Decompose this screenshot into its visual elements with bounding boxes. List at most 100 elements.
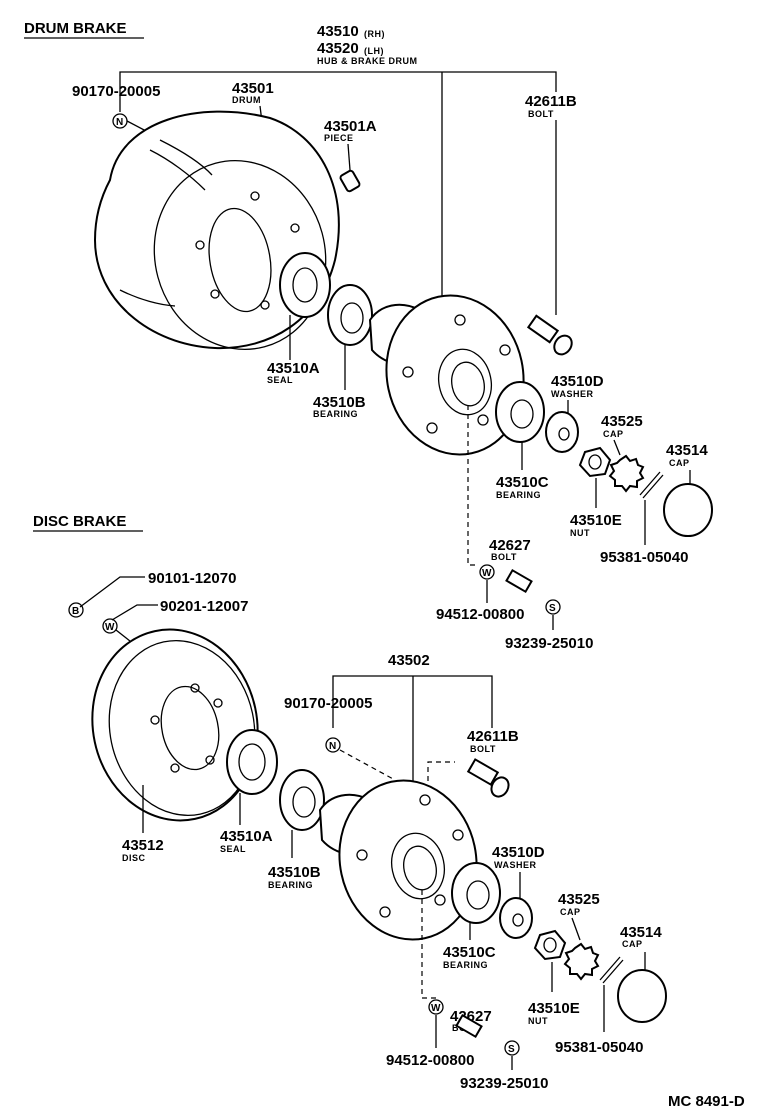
drum-brake-title: DRUM BRAKE (24, 20, 127, 37)
disc-grease-cap-name: CAP (622, 939, 643, 949)
disc-nut-name: NUT (528, 1016, 548, 1026)
drum-spacer-ref: 93239-25010 (505, 635, 593, 652)
disc-washer-ref: 94512-00800 (386, 1052, 474, 1069)
drum-inner-bearing-name: BEARING (313, 409, 358, 419)
drum-inner-bearing-pn: 43510B (313, 394, 366, 411)
disc-washer-name: WASHER (494, 860, 537, 870)
disc-washer-pn: 43510D (492, 844, 545, 861)
drum-hub-bolt-name: BOLT (491, 552, 517, 562)
disc-hub (318, 779, 478, 941)
drum-grease-cap-name: CAP (669, 458, 690, 468)
drum-hub-bolt-pn: 42627 (489, 537, 531, 554)
disc-inner-bearing (279, 769, 325, 831)
brake-drum (93, 110, 340, 351)
drum-bolt-name: BOLT (528, 109, 554, 119)
drum-n-symbol: N (112, 113, 128, 129)
drum-hub-bolt (526, 314, 573, 356)
disc-pn: 43512 (122, 837, 164, 854)
drum-grease-cap-pn: 43514 (666, 442, 708, 459)
disc-lock-cap (563, 942, 600, 981)
drum-grease-cap (663, 483, 713, 537)
drum-washer-ref: 94512-00800 (436, 606, 524, 623)
drum-washer (545, 411, 579, 453)
disc-seal (226, 729, 278, 795)
disc-hub-bolt (466, 758, 510, 798)
disc-nut-ref: 90170-20005 (284, 695, 372, 712)
disc-nut (533, 929, 567, 961)
drum-washer-name: WASHER (551, 389, 594, 399)
drum-lock-cap (608, 454, 645, 493)
drum-w-symbol: W (479, 564, 495, 580)
drum-piece (339, 169, 361, 193)
drum-pin-pn: 95381-05040 (600, 549, 688, 566)
disc-name: DISC (122, 853, 146, 863)
drum-small-bolt (505, 568, 533, 594)
disc-bolt-name: BOLT (470, 744, 496, 754)
disc-cap-name: CAP (560, 907, 581, 917)
drum-assy-lh-label: 43520 (317, 40, 359, 57)
disc-outer-bearing-pn: 43510C (443, 944, 496, 961)
disc-pin-pn: 95381-05040 (555, 1039, 643, 1056)
disc-seal-pn: 43510A (220, 828, 273, 845)
svg-text:W: W (431, 1003, 441, 1014)
drum-seal-name: SEAL (267, 375, 293, 385)
drum-washer-pn: 43510D (551, 373, 604, 390)
drum-assy-rh-label: 43510 (317, 23, 359, 40)
disc-bolt-ref: 90101-12070 (148, 570, 236, 587)
drum-piece-pn: 43501A (324, 118, 377, 135)
drum-cap-pn: 43525 (601, 413, 643, 430)
drum-nut-pn: 43510E (570, 512, 622, 529)
disc-n-symbol: N (325, 737, 341, 753)
drum-assy-lh-suffix: (LH) (364, 46, 384, 56)
drum-nut (578, 446, 612, 478)
svg-text:W: W (105, 622, 115, 633)
disc-grease-cap (617, 969, 667, 1023)
drum-assy-bracket (119, 71, 557, 112)
disc-washer (499, 897, 533, 939)
drum-bolt-pn: 42611B (525, 93, 577, 110)
drum-name-label: DRUM (232, 95, 261, 105)
drum-inner-bearing (327, 284, 373, 346)
drum-nut-name: NUT (570, 528, 590, 538)
brake-disc (91, 628, 259, 822)
disc-brake-title: DISC BRAKE (33, 513, 126, 530)
disc-seal-name: SEAL (220, 844, 246, 854)
drum-seal-pn: 43510A (267, 360, 320, 377)
drum-hub (368, 294, 525, 456)
svg-text:W: W (482, 568, 492, 579)
drum-assy-name: HUB & BRAKE DRUM (317, 56, 418, 66)
disc-spacer-ref: 93239-25010 (460, 1075, 548, 1092)
disc-cotter-pin (599, 956, 624, 984)
svg-text:S: S (508, 1044, 515, 1055)
drum-assy-rh-suffix: (RH) (364, 29, 385, 39)
disc-hub-pn: 43502 (388, 652, 430, 669)
svg-text:S: S (549, 603, 556, 614)
disc-w-symbol: W (428, 999, 444, 1015)
drum-cotter-pin (639, 471, 664, 499)
drum-nut-ref-label: 90170-20005 (72, 83, 160, 100)
disc-s-symbol: S (504, 1040, 520, 1056)
disc-inner-bearing-name: BEARING (268, 880, 313, 890)
disc-cap-pn: 43525 (558, 891, 600, 908)
disc-small-bolt (455, 1013, 483, 1039)
drum-s-symbol: S (545, 599, 561, 615)
drum-outer-bearing-name: BEARING (496, 490, 541, 500)
disc-w-symbol-top: W (102, 618, 118, 634)
disc-inner-bearing-pn: 43510B (268, 864, 321, 881)
disc-grease-cap-pn: 43514 (620, 924, 662, 941)
disc-b-symbol: B (68, 602, 84, 618)
svg-text:N: N (116, 117, 123, 128)
disc-outer-bearing (451, 862, 501, 924)
disc-outer-bearing-name: BEARING (443, 960, 488, 970)
drum-seal (279, 252, 331, 318)
drum-outer-bearing-pn: 43510C (496, 474, 549, 491)
drum-piece-name: PIECE (324, 133, 354, 143)
svg-text:N: N (329, 741, 336, 752)
svg-text:B: B (72, 606, 79, 617)
disc-washer-ref-top: 90201-12007 (160, 598, 248, 615)
disc-nut-pn: 43510E (528, 1000, 580, 1017)
drum-pn-label: 43501 (232, 80, 274, 97)
diagram-code: MC 8491-D (668, 1093, 745, 1110)
drum-cap-name: CAP (603, 429, 624, 439)
